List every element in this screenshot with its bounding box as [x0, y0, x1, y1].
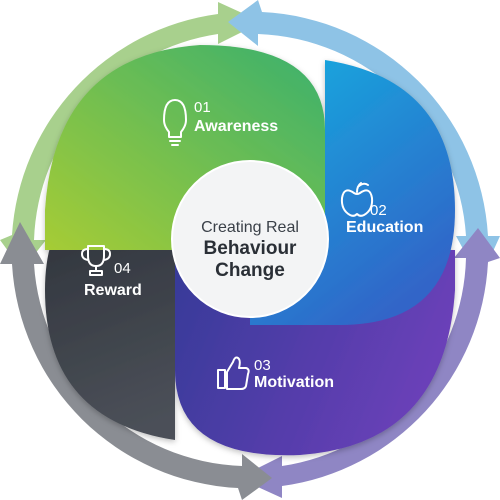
center-line-3: Change — [215, 260, 285, 281]
trophy-icon — [81, 245, 111, 276]
step-label-motivation: Motivation — [254, 374, 334, 391]
step-label-reward: Reward — [84, 282, 142, 299]
step-motivation: 03 Motivation — [217, 356, 334, 391]
ring-arrow-bottom-right — [238, 228, 500, 498]
center-hub: Creating Real Behaviour Change — [171, 160, 329, 318]
ring-arrow-bottom-left — [0, 222, 272, 500]
step-awareness: 01 Awareness — [163, 99, 278, 146]
center-circle — [171, 160, 329, 318]
center-line-2: Behaviour — [204, 238, 298, 259]
lightbulb-icon — [163, 99, 187, 146]
step-education: 02 Education — [340, 182, 423, 236]
step-label-awareness: Awareness — [194, 118, 278, 135]
step-label-education: Education — [346, 219, 423, 236]
step-number-04: 04 — [114, 260, 131, 277]
apple-icon — [340, 182, 374, 217]
thumbs-up-icon — [217, 356, 250, 390]
step-number-03: 03 — [254, 357, 271, 374]
step-reward: 04 Reward — [81, 245, 142, 299]
step-number-02: 02 — [370, 202, 387, 219]
step-number-01: 01 — [194, 99, 211, 116]
center-line-1: Creating Real — [201, 219, 299, 236]
